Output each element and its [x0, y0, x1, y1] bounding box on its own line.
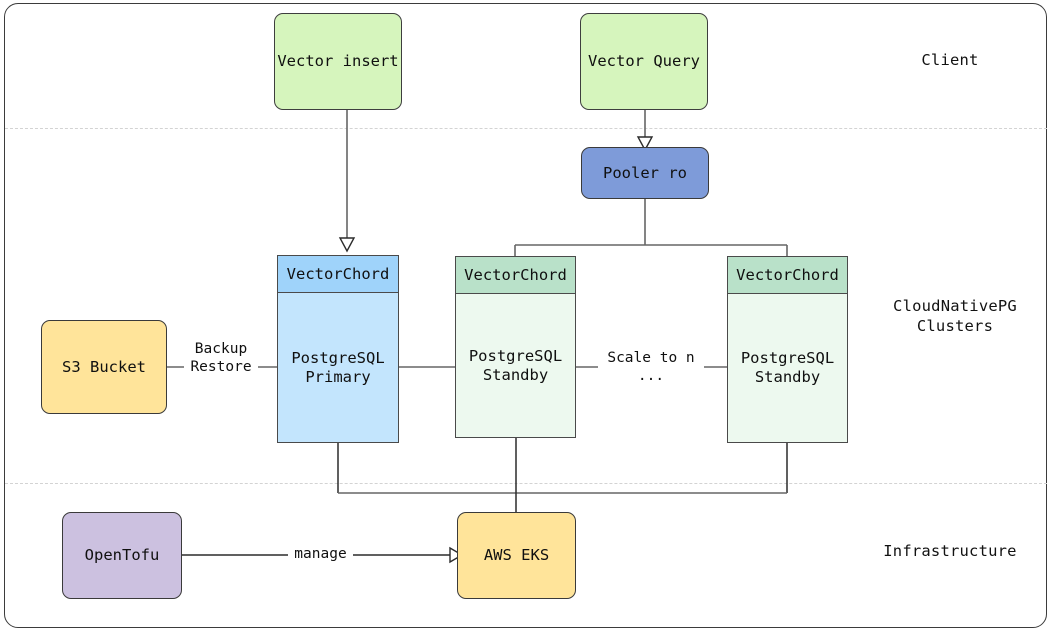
lane-title-client: Client: [921, 51, 979, 69]
lane-title-cnpg-clusters: CloudNativePG Clusters: [893, 297, 1017, 335]
diagram-frame: [4, 3, 1047, 628]
node-postgresql-primary[interactable]: VectorChord PostgreSQL Primary: [277, 255, 399, 443]
node-standby-n-extension-label: VectorChord: [728, 257, 847, 294]
edge-label-backup-restore: Backup Restore: [184, 340, 258, 376]
node-aws-eks-label: AWS EKS: [483, 546, 550, 564]
node-standby-1-body-label: PostgreSQL Standby: [456, 294, 575, 437]
node-opentofu[interactable]: OpenTofu: [62, 512, 182, 599]
node-primary-body-label: PostgreSQL Primary: [278, 293, 398, 442]
node-aws-eks[interactable]: AWS EKS: [457, 512, 576, 599]
node-postgresql-standby-n[interactable]: VectorChord PostgreSQL Standby: [727, 256, 848, 443]
node-vector-query-label: Vector Query: [588, 52, 700, 70]
node-vector-insert-label: Vector insert: [277, 52, 399, 70]
node-postgresql-standby-1[interactable]: VectorChord PostgreSQL Standby: [455, 256, 576, 438]
node-standby-1-extension-label: VectorChord: [456, 257, 575, 294]
node-vector-insert[interactable]: Vector insert: [274, 13, 402, 110]
node-pooler-ro-label: Pooler ro: [603, 163, 687, 182]
lane-title-infrastructure: Infrastructure: [883, 542, 1017, 560]
node-pooler-ro[interactable]: Pooler ro: [581, 147, 709, 199]
node-vector-query[interactable]: Vector Query: [580, 13, 708, 110]
node-primary-extension-label: VectorChord: [278, 256, 398, 293]
edge-label-scale-to-n: Scale to n ...: [598, 349, 704, 385]
node-s3-bucket-label: S3 Bucket: [62, 357, 146, 376]
lane-divider-client-clusters: [5, 128, 1047, 129]
node-s3-bucket[interactable]: S3 Bucket: [41, 320, 167, 414]
node-opentofu-label: OpenTofu: [84, 546, 160, 564]
lane-divider-clusters-infrastructure: [5, 483, 1047, 484]
node-standby-n-body-label: PostgreSQL Standby: [728, 294, 847, 442]
edge-label-manage: manage: [288, 545, 353, 563]
